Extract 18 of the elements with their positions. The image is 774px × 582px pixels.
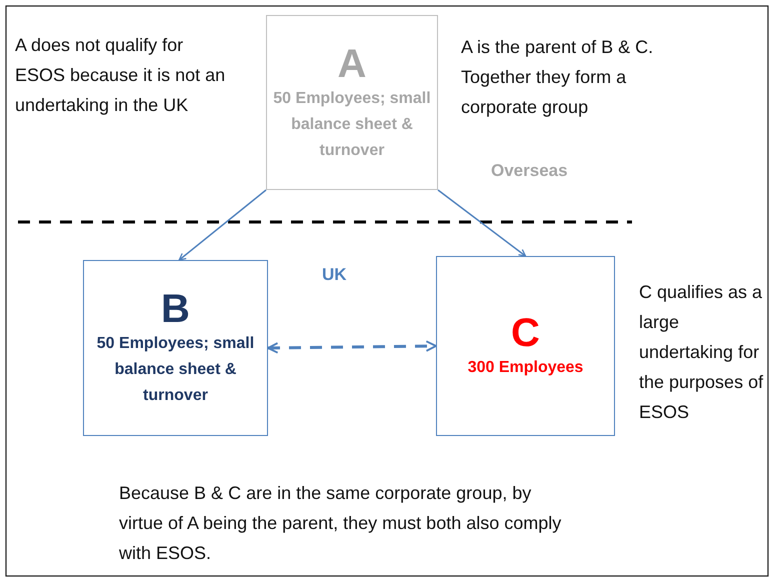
entity-details: 300 Employees — [466, 358, 584, 378]
note-text: A is the parent of B & C. Together they form a corporate group — [461, 36, 654, 119]
arrow — [178, 189, 266, 261]
arrow — [267, 340, 437, 354]
entity-letter: A — [338, 42, 366, 86]
note-text: C qualifies as a large undertaking for the purposes of ESOS — [639, 281, 764, 424]
entity-details: 50 Employees; small balance sheet & turnover — [272, 88, 432, 160]
entity-letter: B — [161, 287, 190, 331]
note-text: A does not qualify for ESOS because it is not an undertaking in the UK — [15, 34, 226, 117]
entity-letter: C — [511, 311, 540, 355]
arrow — [438, 189, 526, 257]
note-text: Because B & C are in the same corporate group, by virtue of A being the parent, they must both also comply with ESOS. — [119, 482, 562, 565]
region-label: Overseas — [491, 160, 569, 182]
entity-box — [83, 260, 268, 436]
region-label: UK — [322, 264, 348, 286]
entity-box — [266, 15, 438, 190]
entity-details: 50 Employees; small balance sheet & turnover — [96, 334, 256, 406]
entity-box — [436, 256, 615, 436]
